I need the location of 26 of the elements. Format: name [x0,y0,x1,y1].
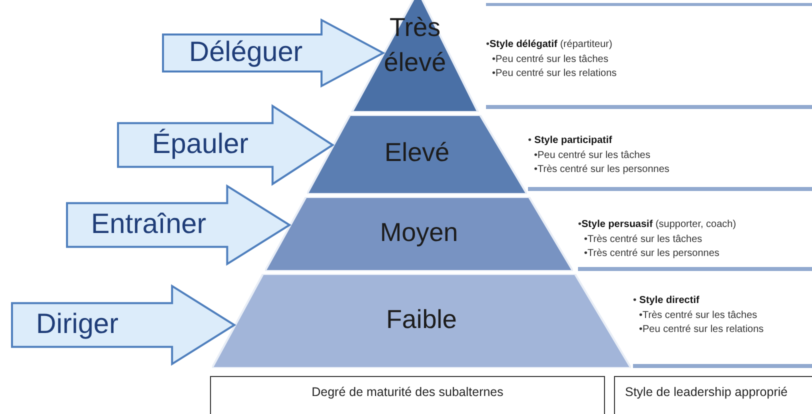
block-arrow [11,284,236,366]
bullet-text: •Peu centré sur les tâches [492,52,610,66]
block-arrow [66,184,292,266]
caption-box: Degré de maturité des subalternes [210,376,605,414]
caption-box: Style de leadership approprié [614,376,812,414]
bullet-text: •Peu centré sur les tâches [534,148,652,162]
bullet-text: •Très centré sur les personnes [584,247,720,261]
tier-label: Faible [385,303,458,336]
block-arrow [162,18,386,88]
bullet-text: •Peu centré sur les relations [639,323,764,337]
bullet-text: • Style directif [633,294,700,308]
edge-label: Entraîner [91,208,206,240]
bullet-text: •Style délégatif (répartiteur) [486,38,614,52]
tier-label: Elevé [383,136,451,169]
tier-label: Moyen [378,216,460,249]
bullet-text: •Peu centré sur les relations [492,67,617,81]
bullet-text: •Très centré sur les tâches [639,308,758,322]
edge-label: Épauler [152,128,249,160]
edge-label: Déléguer [189,36,303,68]
bullet-text: • Style participatif [528,134,614,148]
bullet-text: •Très centré sur les tâches [584,232,704,246]
edge-label: Diriger [36,308,118,340]
block-arrow [117,104,334,186]
bullet-text: •Style persuasif (supporter, coach) [578,218,736,232]
bullet-text: •Très centré sur les personnes [534,163,670,177]
description-panel [486,3,812,109]
